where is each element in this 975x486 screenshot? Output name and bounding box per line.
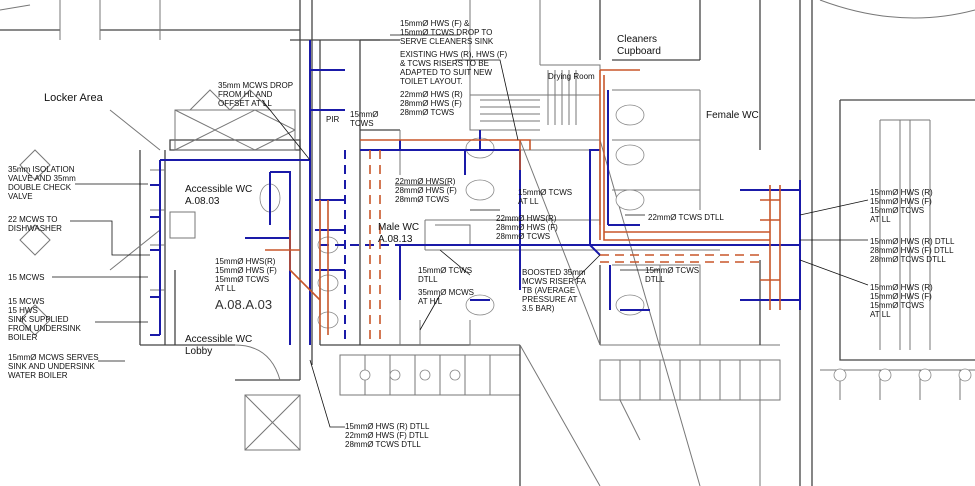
note-existing-risers: EXISTING HWS (R), HWS (F) & TCWS RISERS … [400,50,508,86]
note-male-pipes: 22mmØ HWS(R) 28mmØ HWS (F) 28mmØ TCWS [395,177,457,204]
note-right-mid: 15mmØ HWS (R) DTLL 28mmØ HWS (F) DTLL 28… [870,237,955,264]
note-mcws-hl: 35mmØ MCWS AT H/L [418,288,474,306]
note-tcws-top: 15mmØ TCWS [350,110,379,128]
room-label-male-wc: Male WC A.08.13 [378,222,420,245]
note-accessible-pipes: 15mmØ HWS(R) 15mmØ HWS (F) 15mmØ TCWS AT… [215,257,277,293]
room-reference: A.08.A.03 [215,297,273,312]
mcws-tcws-pipework [150,40,801,345]
note-mcws-15: 15 MCWS [8,273,45,282]
room-label-drying-room: Drying Room [548,72,595,81]
room-label-locker-area: Locker Area [44,92,103,104]
note-top-pipes: 22mmØ HWS (R) 28mmØ HWS (F) 28mmØ TCWS [400,90,463,117]
room-label-accessible-wc: Accessible WC A.08.03 [185,184,253,207]
note-tcws-at-ll: 15mmØ TCWS AT LL [518,188,573,206]
note-boosted-riser: BOOSTED 35mm MCWS RISER FA TB (AVERAGE P… [522,268,587,313]
note-mcws-serves: 15mmØ MCWS SERVES SINK AND UNDERSINK WAT… [8,353,99,380]
note-right-top: 15mmØ HWS (R) 15mmØ HWS (F) 15mmØ TCWS A… [870,188,933,224]
note-right-bottom: 15mmØ HWS (R) 15mmØ HWS (F) 15mmØ TCWS A… [870,283,933,319]
note-sink-supplied: 15 MCWS 15 HWS SINK SUPPLIED FROM UNDERS… [8,297,81,342]
room-label-female-wc: Female WC [706,110,759,121]
room-label-cleaners-cupboard: Cleaners Cupboard [617,34,661,57]
fixtures [19,104,972,382]
note-isolation-valve: 35mm ISOLATION VALVE AND 35mm DOUBLE CHE… [8,165,76,201]
room-label-accessible-wc-lobby: Accessible WC Lobby [185,334,253,357]
note-pir: PIR [326,115,340,124]
hws-pipework [265,69,781,345]
note-corridor-pipes: 22mmØ HWS(R) 28mmØ HWS (F) 28mmØ TCWS [496,214,558,241]
note-tcws-dtll-female: 15mmØ TCWS DTLL [645,266,700,284]
note-cleaners-drop: 15mmØ HWS (F) & 15mmØ TCWS DROP TO SERVE… [400,19,494,46]
note-bottom-dtll: 15mmØ HWS (R) DTLL 22mmØ HWS (F) DTLL 28… [345,422,430,449]
note-dishwasher: 22 MCWS TO DISHWASHER [8,215,62,233]
leader-lines [52,34,869,428]
note-tcws-dtll-male: 15mmØ TCWS DTLL [418,266,473,284]
note-tcws-22-dtll: 22mmØ TCWS DTLL [648,213,724,222]
note-mcws-drop: 35mm MCWS DROP FROM HL AND OFFSET AT LL [218,81,294,108]
